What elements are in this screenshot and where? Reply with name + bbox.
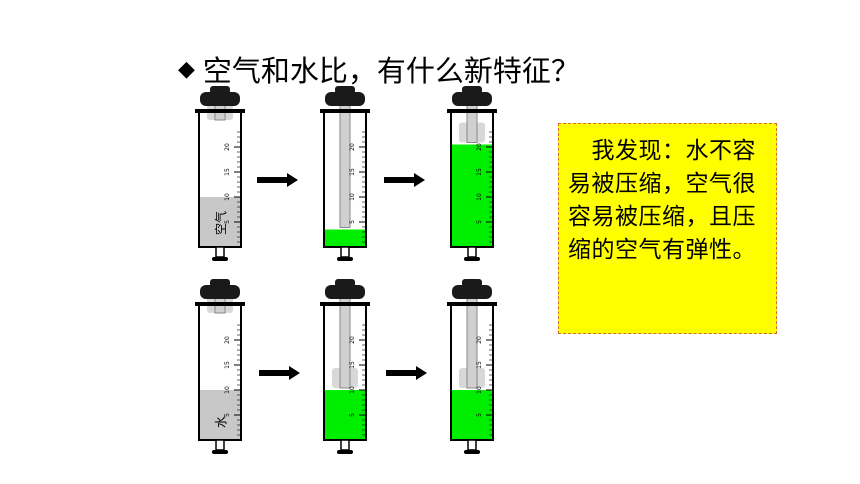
plunger-cap	[452, 92, 492, 106]
scale-number: 10	[224, 193, 231, 201]
syringe-label: 水	[214, 416, 228, 428]
arrow-row1-1	[257, 173, 298, 187]
syringe-group: 2015105空气201510520151052015105水201510520…	[195, 86, 497, 454]
scale-number: 15	[224, 168, 231, 176]
plunger-cap-top	[462, 279, 482, 287]
plunger-cap	[325, 285, 365, 299]
syringe-flange	[447, 109, 497, 113]
scale-number: 10	[476, 193, 483, 201]
slide-title: ◆ 空气和水比，有什么新特征？	[178, 48, 580, 90]
syringe-nozzle	[467, 439, 477, 451]
arrow-row1-2	[384, 173, 425, 187]
finding-note-box: 我发现：水不容易被压缩，空气很容易被压缩，且压缩的空气有弹性。	[558, 123, 777, 334]
syringe-nozzle	[215, 246, 225, 258]
plunger-cap-top	[335, 279, 355, 287]
syringe-flange	[195, 302, 245, 306]
syringe-content	[324, 229, 366, 247]
scale-number: 15	[476, 361, 483, 369]
scale-number: 10	[476, 386, 483, 394]
syringe-nozzle	[340, 439, 350, 451]
syringe-tip	[464, 257, 480, 261]
scale-number: 5	[349, 220, 356, 224]
scale-number: 5	[224, 413, 231, 417]
scale-number: 5	[224, 220, 231, 224]
plunger-cap	[325, 92, 365, 106]
scale-number: 20	[476, 336, 483, 344]
arrow-row2-1	[259, 366, 300, 380]
plunger-cap-top	[210, 86, 230, 94]
scale-number: 5	[476, 220, 483, 224]
syringe-air-row-3: 20 15 10 5	[447, 86, 497, 261]
scale-number: 15	[349, 168, 356, 176]
plunger-cap-top	[335, 86, 355, 94]
syringe-tip	[337, 257, 353, 261]
syringe-water-row-2: 20 15 10 5	[320, 279, 370, 454]
diamond-bullet-icon: ◆	[178, 56, 195, 82]
syringe-air-row-2: 20 15 10 5	[320, 86, 370, 261]
scale-number: 20	[224, 336, 231, 344]
title-text: 空气和水比，有什么新特征？	[202, 54, 580, 88]
syringe-tip	[212, 257, 228, 261]
scale-number: 10	[349, 386, 356, 394]
arrow-row2-2	[386, 366, 427, 380]
syringe-nozzle	[215, 439, 225, 451]
scale-number: 20	[349, 143, 356, 151]
scale-number: 20	[476, 143, 483, 151]
syringe-content	[451, 144, 493, 247]
scale-number: 15	[349, 361, 356, 369]
syringe-flange	[320, 109, 370, 113]
syringe-water-row-3: 20 15 10 5	[447, 279, 497, 454]
scale-number: 10	[224, 386, 231, 394]
scale-number: 5	[349, 413, 356, 417]
syringe-flange	[320, 302, 370, 306]
syringe-water-row-1: 20 15 10 5水	[195, 279, 245, 454]
plunger-cap	[200, 92, 240, 106]
finding-note-text: 我发现：水不容易被压缩，空气很容易被压缩，且压缩的空气有弹性。	[568, 138, 756, 263]
syringe-flange	[195, 109, 245, 113]
syringe-tip	[212, 450, 228, 454]
syringe-flange	[447, 302, 497, 306]
scale-number: 5	[476, 413, 483, 417]
syringe-nozzle	[340, 246, 350, 258]
scale-number: 15	[224, 361, 231, 369]
plunger-cap	[452, 285, 492, 299]
scale-number: 20	[224, 143, 231, 151]
plunger-cap-top	[462, 86, 482, 94]
syringe-label: 空气	[213, 211, 228, 235]
plunger-cap	[200, 285, 240, 299]
syringe-tip	[464, 450, 480, 454]
scale-number: 10	[349, 193, 356, 201]
syringe-tip	[337, 450, 353, 454]
scale-number: 15	[476, 168, 483, 176]
syringe-air-row-1: 20 15 10 5空气	[195, 86, 245, 261]
syringe-nozzle	[467, 246, 477, 258]
scale-number: 20	[349, 336, 356, 344]
plunger-cap-top	[210, 279, 230, 287]
